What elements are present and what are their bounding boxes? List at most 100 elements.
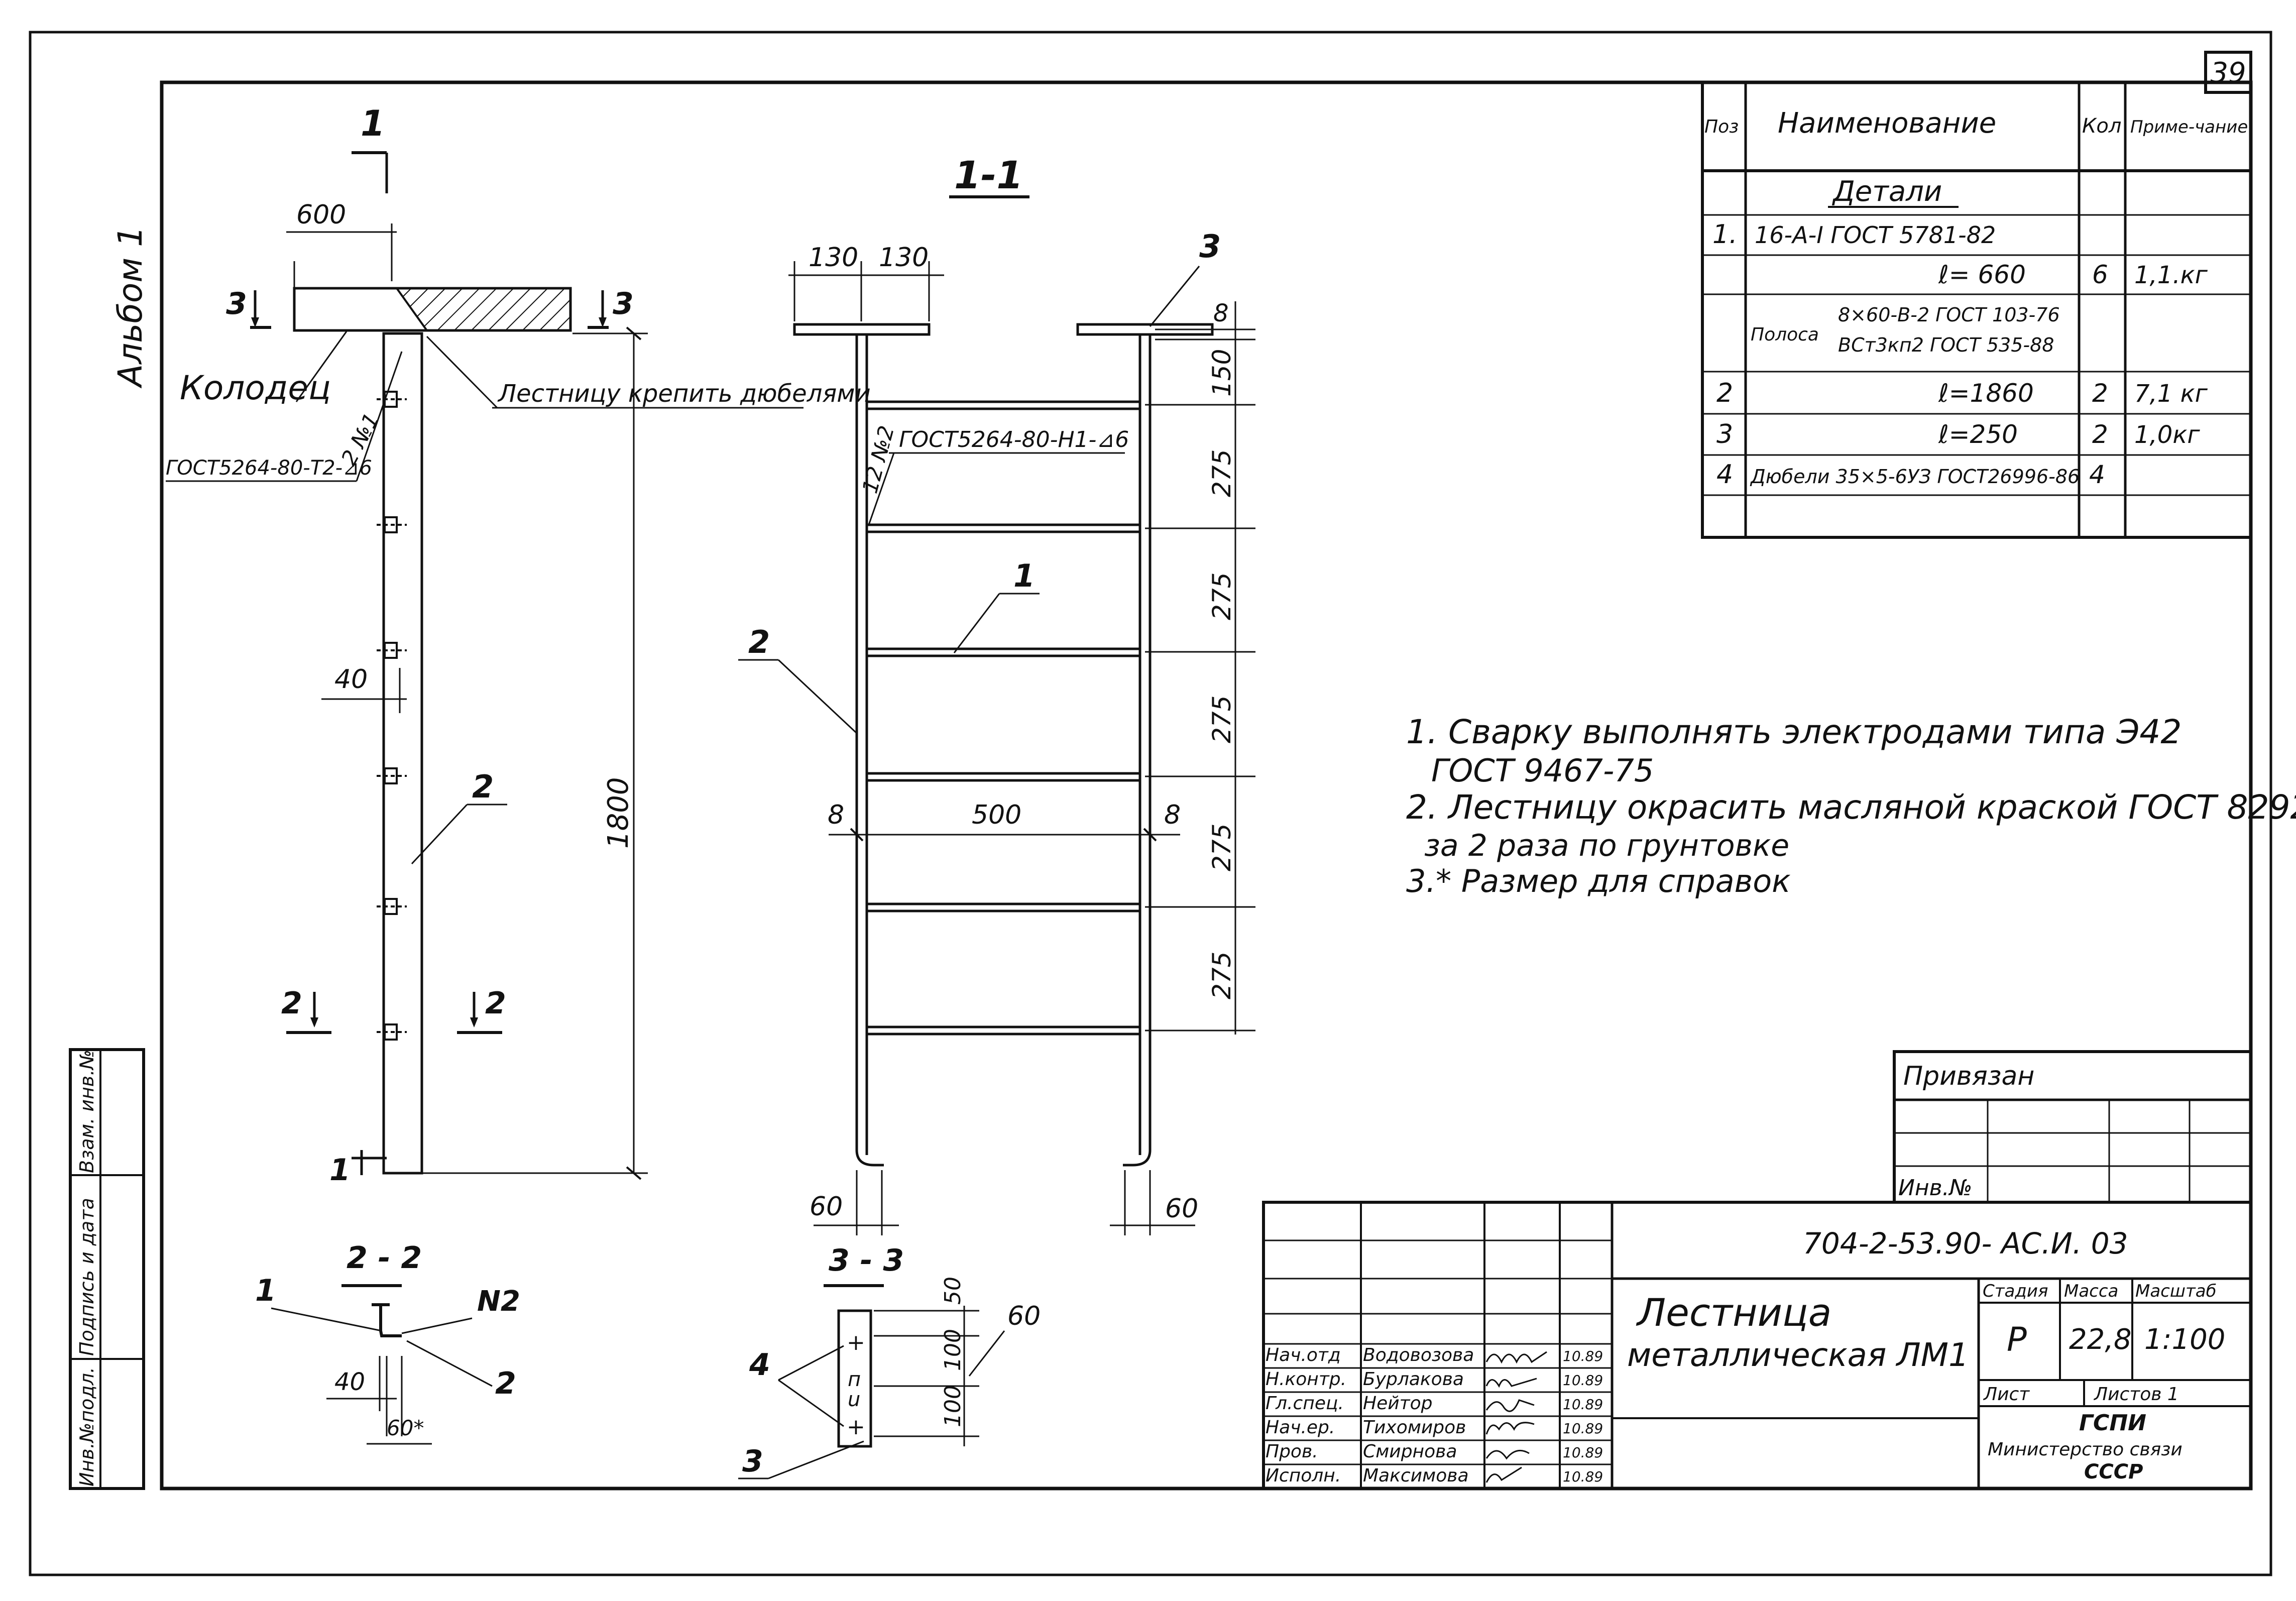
side-pos-2: 2 <box>472 768 494 805</box>
org-2: Министерство связи <box>1988 1439 2183 1460</box>
side-dim-40: 40 <box>334 664 368 695</box>
side-stamp-sign: Подпись и дата <box>76 1198 98 1356</box>
side-dim-600: 600 <box>296 200 346 230</box>
front-weld-count: 12 №2 <box>857 423 899 496</box>
note-1: 1. Сварку выполнять электродами типа Э42 <box>1406 713 2182 751</box>
scale-value: 1:100 <box>2144 1323 2225 1356</box>
top-plate-left <box>793 323 931 336</box>
front-pos-3: 3 <box>1199 228 1221 265</box>
section-2-2-pos-1: 1 <box>255 1273 276 1308</box>
spec-section: Детали <box>1831 175 1942 208</box>
side-stamp: Инв.№подл. Подпись и дата Взам. инв.№ <box>69 1048 145 1490</box>
general-notes: 1. Сварку выполнять электродами типа Э42… <box>1406 713 2296 899</box>
section-3-3-dim-50: 50 <box>940 1277 966 1305</box>
front-dim-500: 500 <box>972 800 1021 830</box>
signer-3-name: Нейтор <box>1363 1393 1432 1414</box>
spec-row-5-note: 1,0кг <box>2134 421 2200 449</box>
signer-6-name: Максимова <box>1363 1465 1469 1486</box>
title-block: Нач.отд Водовозова 10.89 Н.контр. Бурлак… <box>1262 1201 2252 1490</box>
sheet-number-box <box>2204 51 2252 94</box>
signer-3-date: 10.89 <box>1563 1396 1603 1413</box>
spec-row-6-pos: 4 <box>1716 460 1733 490</box>
front-dim-130b: 130 <box>879 243 929 273</box>
front-dim-60-left: 60 <box>810 1192 843 1222</box>
side-view: 1 600 3 3 Колодец Лестницу крепить дюбел… <box>166 103 871 1188</box>
front-dim-275-5: 275 <box>1207 952 1236 999</box>
sheet-number: 39 <box>2210 57 2246 89</box>
front-dim-8-top: 8 <box>1213 299 1229 327</box>
spec-header-qty: Кол <box>2082 115 2121 138</box>
title-name-2: металлическая ЛМ1 <box>1627 1337 1969 1374</box>
slab-hatch <box>395 287 571 331</box>
spec-row-3-name2: ВСт3кп2 ГОСТ 535-88 <box>1838 334 2054 356</box>
signer-5-date: 10.89 <box>1563 1444 1603 1461</box>
signer-1-role: Нач.отд <box>1266 1345 1341 1365</box>
svg-text:u: u <box>848 1388 860 1411</box>
section-2-2-pos-2: 2 <box>495 1366 516 1401</box>
outer-frame <box>29 31 2272 1576</box>
signer-5-role: Пров. <box>1266 1441 1318 1462</box>
note-1b: ГОСТ 9467-75 <box>1431 752 1654 789</box>
section-3-3-title: 3 - 3 <box>829 1243 904 1278</box>
signer-4-name: Тихомиров <box>1363 1417 1466 1438</box>
signer-6-role: Исполн. <box>1266 1465 1341 1486</box>
rung-weld-markers <box>377 391 407 1041</box>
stringer-side <box>382 332 423 1175</box>
spec-row-2-name: ℓ= 660 <box>1938 260 2026 289</box>
svg-text:п: п <box>848 1368 861 1391</box>
spec-row-5-name: ℓ=250 <box>1938 420 2018 449</box>
front-view: 1-1 130 130 3 <box>738 153 1255 1235</box>
spec-row-4-note: 7,1 кг <box>2134 380 2208 408</box>
front-dim-275-2: 275 <box>1207 573 1236 620</box>
front-weld-note: ГОСТ5264-80-Н1-⊿6 <box>899 427 1129 452</box>
spec-row-4-name: ℓ=1860 <box>1938 379 2034 408</box>
svg-text:+: + <box>847 1414 865 1440</box>
signer-6-date: 10.89 <box>1563 1468 1603 1485</box>
spec-row-2-qty: 6 <box>2092 260 2108 289</box>
signer-2-role: Н.контр. <box>1266 1369 1346 1390</box>
spec-row-2-note: 1,1.кг <box>2134 261 2208 289</box>
stringer-left <box>855 334 884 1167</box>
rungs <box>865 400 1141 1036</box>
side-cut-2-right: 2 <box>485 986 506 1021</box>
section-3-3-plate <box>837 1309 872 1448</box>
section-2-2-dim-60: 60* <box>387 1416 424 1440</box>
inner-frame <box>160 80 2253 1491</box>
stage-header: Стадия <box>1983 1281 2048 1301</box>
front-pos-2: 2 <box>748 624 770 660</box>
spec-row-4-pos: 2 <box>1716 378 1733 408</box>
signer-3-role: Гл.спец. <box>1266 1393 1344 1414</box>
note-3: 3.* Размер для справок <box>1406 863 1791 899</box>
side-section-right: 3 <box>613 286 634 321</box>
section-3-3-pos-3: 3 <box>742 1444 763 1479</box>
side-section-mark: 1 <box>361 103 385 144</box>
section-3-3: 3 - 3 + п u + 4 3 50 100 100 60 <box>738 1243 1041 1479</box>
fix-note: Лестницу крепить дюбелями <box>497 380 871 408</box>
scale-header: Масштаб <box>2135 1281 2217 1301</box>
note-2: 2. Лестницу окрасить масляной краской ГО… <box>1406 788 2296 827</box>
signer-2-date: 10.89 <box>1563 1372 1603 1389</box>
signer-1-date: 10.89 <box>1563 1348 1603 1364</box>
signer-2-name: Бурлакова <box>1363 1369 1464 1390</box>
section-3-3-dim-100a: 100 <box>940 1329 966 1371</box>
album-label: Альбом 1 <box>111 226 150 389</box>
signer-5-name: Смирнова <box>1363 1441 1457 1462</box>
section-3-3-pos-4: 4 <box>749 1347 770 1383</box>
front-dim-275-3: 275 <box>1207 696 1236 743</box>
section-2-2-note-n2: N2 <box>477 1285 520 1318</box>
front-dim-8-right: 8 <box>1164 800 1181 830</box>
side-dim-1800: 1800 <box>602 777 635 849</box>
spec-header-pos: Поз <box>1704 117 1739 137</box>
spec-row-6-name: Дюбели 35×5-6УЗ ГОСТ26996-86 <box>1750 466 2080 488</box>
side-cut-1-bottom: 1 <box>329 1153 351 1188</box>
spec-row-5-pos: 3 <box>1716 419 1733 449</box>
sheets-header: Листов 1 <box>2093 1384 2179 1405</box>
front-dim-8-left: 8 <box>828 800 844 830</box>
section-2-2-dim-40: 40 <box>334 1368 365 1396</box>
signer-1-name: Водовозова <box>1363 1345 1474 1365</box>
front-dim-150: 150 <box>1207 349 1236 397</box>
front-pos-1: 1 <box>1013 557 1035 594</box>
section-2-2-title: 2 - 2 <box>347 1240 422 1276</box>
side-stamp-swap: Взам. инв.№ <box>76 1050 98 1173</box>
signer-4-date: 10.89 <box>1563 1420 1603 1437</box>
